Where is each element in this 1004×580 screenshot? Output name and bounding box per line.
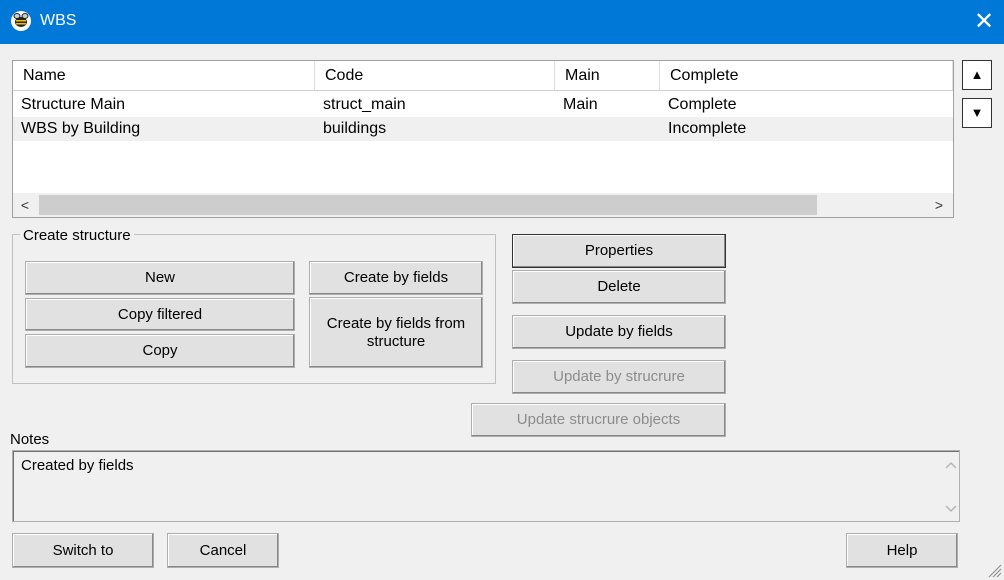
column-header-name[interactable]: Name <box>13 61 315 91</box>
update-by-structure-button[interactable]: Update by strucrure <box>512 360 726 394</box>
table-row[interactable]: Structure Main struct_main Main Complete <box>13 93 953 117</box>
update-structure-objects-button[interactable]: Update strucrure objects <box>471 403 726 437</box>
cell-name: Structure Main <box>21 96 126 113</box>
notes-text: Created by fields <box>21 457 134 474</box>
window-title: WBS <box>40 12 77 29</box>
cell-main <box>555 117 563 141</box>
properties-button[interactable]: Properties <box>512 234 726 268</box>
column-header-code[interactable]: Code <box>315 61 555 91</box>
copy-filtered-button[interactable]: Copy filtered <box>25 298 295 331</box>
notes-label: Notes <box>10 431 50 448</box>
scroll-right-icon[interactable]: > <box>934 197 944 213</box>
delete-button[interactable]: Delete <box>512 270 726 304</box>
create-by-fields-button[interactable]: Create by fields <box>309 261 483 295</box>
copy-button[interactable]: Copy <box>25 334 295 368</box>
resize-grip-icon[interactable] <box>986 562 1002 578</box>
create-structure-group <box>12 234 496 384</box>
close-icon[interactable]: ✕ <box>973 8 995 35</box>
move-down-button[interactable]: ▼ <box>962 98 992 128</box>
create-structure-group-title: Create structure <box>20 227 134 244</box>
update-by-fields-button[interactable]: Update by fields <box>512 315 726 349</box>
horizontal-scrollbar[interactable]: < > <box>13 193 953 217</box>
cell-code: struct_main <box>323 96 406 113</box>
cancel-button[interactable]: Cancel <box>167 533 279 568</box>
chevron-down-icon[interactable] <box>941 499 961 519</box>
column-header-main[interactable]: Main <box>555 61 660 91</box>
table-row[interactable]: WBS by Building buildings Incomplete <box>13 117 953 141</box>
cell-main: Main <box>563 96 598 113</box>
cell-complete: Complete <box>668 96 737 113</box>
bee-icon <box>11 11 31 31</box>
scrollbar-thumb[interactable] <box>39 195 817 215</box>
move-up-button[interactable]: ▲ <box>962 60 992 90</box>
new-button[interactable]: New <box>25 261 295 295</box>
notes-textarea[interactable]: Created by fields <box>12 450 960 522</box>
title-bar: WBS ✕ <box>0 0 1004 44</box>
help-button[interactable]: Help <box>846 533 958 568</box>
switch-to-button[interactable]: Switch to <box>12 533 154 568</box>
scroll-left-icon[interactable]: < <box>20 197 30 213</box>
column-header-complete[interactable]: Complete <box>660 61 953 91</box>
create-by-fields-from-structure-button[interactable]: Create by fields from structure <box>309 297 483 368</box>
chevron-up-icon[interactable] <box>941 455 961 475</box>
structure-list[interactable]: Name Code Main Complete Structure Main s… <box>12 60 954 218</box>
notes-scrollbar[interactable] <box>941 451 961 521</box>
cell-name: WBS by Building <box>21 120 141 137</box>
cell-code: buildings <box>323 120 387 137</box>
cell-complete: Incomplete <box>668 120 747 137</box>
